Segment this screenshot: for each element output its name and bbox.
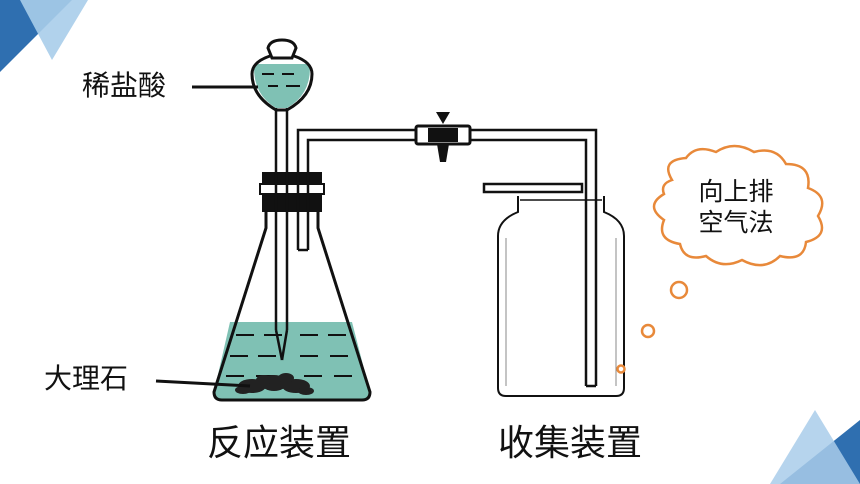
flask-liquid-dashes xyxy=(226,334,352,377)
callout-text: 向上排 空气法 xyxy=(676,176,796,238)
erlenmeyer-flask xyxy=(212,210,372,402)
rubber-stopper xyxy=(259,172,325,212)
separatory-funnel xyxy=(250,38,314,361)
label-reaction-apparatus: 反应装置 xyxy=(207,423,352,464)
stopcock-valve xyxy=(414,112,472,162)
thought-bubble-small xyxy=(616,364,626,374)
label-marble: 大理石 xyxy=(44,362,129,395)
label-dilute-hydrochloric-acid: 稀盐酸 xyxy=(82,69,167,102)
corner-decoration-bottom-right xyxy=(770,410,860,484)
thought-bubble-large xyxy=(669,280,689,300)
label-collection-apparatus: 收集装置 xyxy=(498,423,643,464)
thought-cloud xyxy=(616,144,824,374)
corner-decoration-top-left xyxy=(0,0,88,72)
callout-line-2: 空气法 xyxy=(698,208,774,237)
marble-leader-line xyxy=(155,379,251,388)
gas-collection-bottle xyxy=(482,182,625,397)
marble-chips xyxy=(235,373,314,395)
thought-bubble-medium xyxy=(640,323,656,339)
callout-line-1: 向上排 xyxy=(698,177,774,206)
